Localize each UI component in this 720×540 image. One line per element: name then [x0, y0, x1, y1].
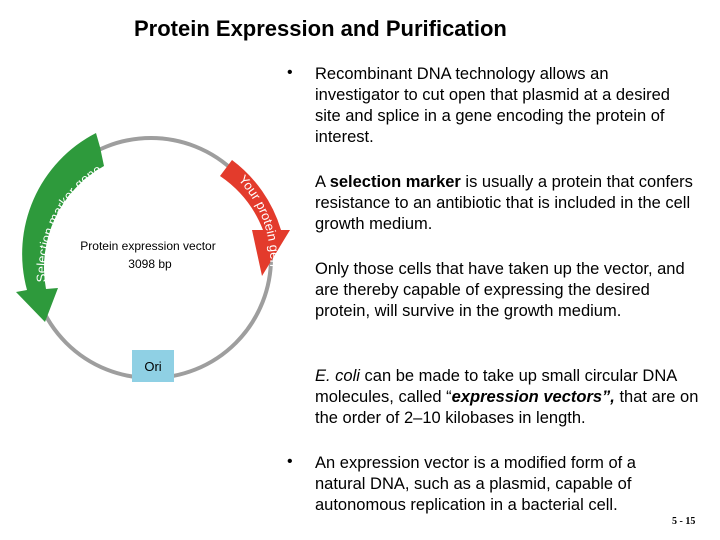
- slide-title: Protein Expression and Purification: [134, 16, 507, 41]
- expression-vectors-term: expression vectors”,: [451, 388, 615, 406]
- paragraph-4-block: E. coli can be made to take up small cir…: [315, 366, 710, 429]
- bullet-2-text: An expression vector is a modified form …: [315, 453, 675, 516]
- ori-box: [132, 350, 174, 382]
- paragraph-2-block: A selection marker is usually a protein …: [315, 172, 700, 235]
- vector-name-label: Protein expression vector: [80, 239, 215, 253]
- ori-label: Ori: [144, 359, 161, 374]
- protein-gene-arrow: [220, 160, 290, 276]
- paragraph-5: An expression vector is a modified form …: [315, 454, 636, 514]
- slide-number: 5 - 15: [672, 516, 696, 527]
- paragraph-1: Recombinant DNA technology allows an inv…: [315, 65, 670, 146]
- bullet-1-marker: •: [287, 64, 293, 81]
- paragraph-3: Only those cells that have taken up the …: [315, 260, 685, 320]
- bullet-1-text: Recombinant DNA technology allows an inv…: [315, 64, 695, 148]
- bullet-2-marker: •: [287, 453, 293, 470]
- paragraph-2: A selection marker is usually a protein …: [315, 173, 693, 233]
- paragraph-4: E. coli can be made to take up small cir…: [315, 367, 699, 427]
- vector-size-label: 3098 bp: [128, 257, 172, 271]
- selection-marker-arrow: [16, 133, 104, 322]
- paragraph-3-block: Only those cells that have taken up the …: [315, 259, 700, 322]
- selection-marker-term: selection marker: [329, 173, 461, 191]
- ecoli-term: E. coli: [315, 367, 360, 385]
